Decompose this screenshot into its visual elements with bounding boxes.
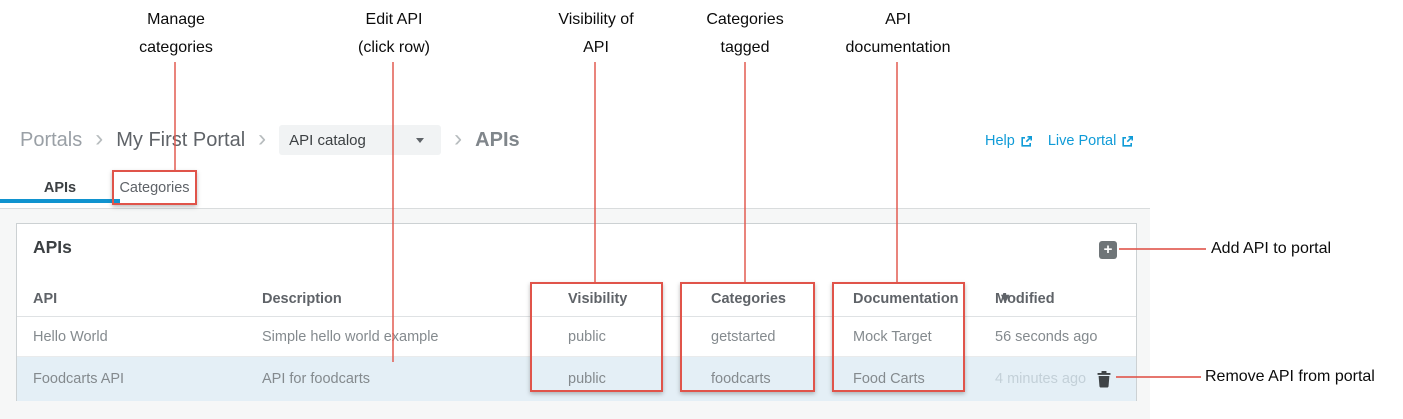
cell-api: Foodcarts API <box>33 371 125 387</box>
plus-icon: + <box>1103 241 1113 258</box>
callout-box-documentation-column <box>832 282 965 392</box>
sort-desc-icon: ▼ <box>998 291 1013 307</box>
cell-modified: 56 seconds ago <box>995 328 1098 345</box>
breadcrumb-portals[interactable]: Portals <box>20 128 83 151</box>
breadcrumb-current-apis: APIs <box>475 128 520 151</box>
callout-box-visibility-column <box>530 282 663 392</box>
api-catalog-dropdown-value: API catalog <box>289 131 366 149</box>
chevron-right-icon: › <box>454 124 463 152</box>
tab-divider <box>0 208 1150 209</box>
annotation-edit-api: Edit API (click row) <box>358 11 430 56</box>
table-header-row: API Description Visibility Categories Do… <box>17 282 1136 317</box>
cell-api: Hello World <box>33 328 108 345</box>
annotation-remove-api: Remove API from portal <box>1205 368 1375 385</box>
help-link-label: Help <box>985 133 1015 149</box>
column-header-documentation: Documentation <box>853 291 959 307</box>
table-row-foodcarts[interactable]: Foodcarts API API for foodcarts public f… <box>17 357 1136 401</box>
breadcrumb: Portals › My First Portal › API catalog … <box>20 124 520 156</box>
breadcrumb-portal-name[interactable]: My First Portal <box>116 128 246 151</box>
add-api-button[interactable]: + <box>1099 241 1117 259</box>
cell-visibility: public <box>568 328 606 345</box>
column-header-api: API <box>33 291 58 307</box>
api-catalog-dropdown[interactable]: API catalog <box>279 125 442 155</box>
apis-panel: APIs + API Description Visibility Catego… <box>16 223 1137 401</box>
annotation-visibility-of-api: Visibility of API <box>558 11 634 56</box>
external-link-icon <box>1122 135 1134 147</box>
annotation-manage-categories: Manage categories <box>139 11 213 56</box>
tab-apis[interactable]: APIs <box>43 179 77 196</box>
callout-line-categories <box>744 62 746 282</box>
callout-box-categories-tab <box>112 170 197 205</box>
table-row-hello-world[interactable]: Hello World Simple hello world example p… <box>17 317 1136 357</box>
help-link[interactable]: Help <box>985 133 1033 149</box>
cell-description: API for foodcarts <box>262 371 370 387</box>
cell-documentation: Food Carts <box>853 371 925 387</box>
column-header-visibility: Visibility <box>568 291 628 307</box>
chevron-right-icon: › <box>258 124 267 152</box>
header-links: Help Live Portal <box>985 133 1134 149</box>
callout-line-manage-categories <box>174 62 176 170</box>
column-header-description: Description <box>262 291 342 307</box>
cell-modified: 4 minutes ago <box>995 371 1087 387</box>
chevron-down-icon <box>416 138 425 143</box>
callout-line-edit-api <box>392 62 394 362</box>
callout-line-add-api <box>1119 248 1206 250</box>
live-portal-link-label: Live Portal <box>1047 133 1117 149</box>
annotation-api-documentation: API documentation <box>845 11 951 56</box>
cell-documentation: Mock Target <box>853 328 932 345</box>
delete-api-button[interactable] <box>1096 370 1112 388</box>
chevron-right-icon: › <box>95 124 104 152</box>
cell-visibility: public <box>568 371 606 387</box>
panel-title: APIs <box>33 237 72 257</box>
external-link-icon <box>1021 135 1032 147</box>
tab-categories[interactable]: Categories <box>119 179 190 196</box>
live-portal-link[interactable]: Live Portal <box>1048 133 1135 149</box>
column-header-categories: Categories <box>711 291 786 307</box>
callout-line-visibility <box>594 62 596 282</box>
active-tab-indicator <box>0 199 120 203</box>
cell-description: Simple hello world example <box>262 328 439 345</box>
cell-categories: getstarted <box>711 328 776 345</box>
callout-box-categories-column <box>680 282 815 392</box>
callout-line-remove-api <box>1116 376 1201 378</box>
callout-line-documentation <box>896 62 898 282</box>
annotation-categories-tagged: Categories tagged <box>706 11 784 56</box>
cell-categories: foodcarts <box>711 371 771 387</box>
annotation-add-api: Add API to portal <box>1211 240 1332 257</box>
